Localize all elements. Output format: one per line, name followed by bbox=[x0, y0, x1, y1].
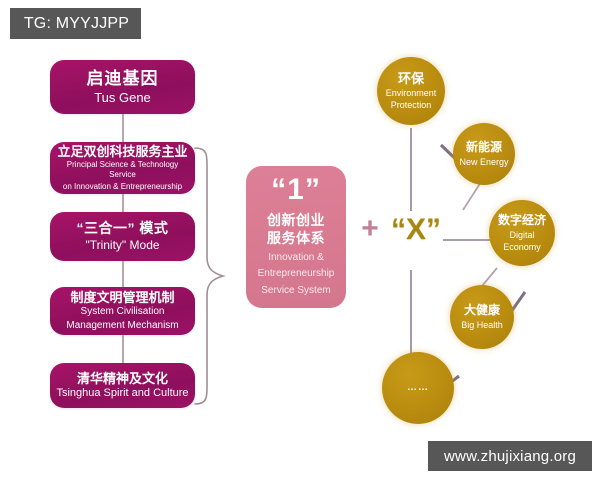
circle-en-line1: Big Health bbox=[461, 319, 503, 330]
connector-line-vertical bbox=[122, 335, 124, 363]
connector-line-vertical bbox=[122, 114, 124, 142]
core-panel-en-line1: Innovation & bbox=[268, 251, 324, 263]
flow-box-en-line1: System Civilisation bbox=[80, 305, 165, 317]
domain-circle-new-energy: 新能源 New Energy bbox=[453, 123, 515, 185]
flow-box-en-title: Tus Gene bbox=[94, 89, 151, 105]
flow-box-cn-title: 启迪基因 bbox=[86, 68, 159, 88]
watermark-bottom-url: www.zhujixiang.org bbox=[428, 441, 592, 471]
connector-line-vertical bbox=[122, 194, 124, 212]
core-panel-cn-line1: 创新创业 bbox=[267, 211, 325, 228]
circle-cn-label: …… bbox=[407, 382, 429, 394]
domain-circle-big-health: 大健康 Big Health bbox=[450, 285, 514, 349]
flow-box-tus-gene: 启迪基因 Tus Gene bbox=[50, 60, 195, 114]
core-panel-en-line3: Service System bbox=[261, 284, 331, 296]
connector-line-vertical bbox=[122, 261, 124, 287]
watermark-top-tag: TG: MYYJJPP bbox=[10, 8, 141, 39]
core-panel-en-line2: Entrepreneurship bbox=[257, 268, 335, 280]
circle-cn-label: 大健康 bbox=[463, 303, 500, 318]
chain-stub-1 bbox=[462, 181, 482, 211]
circle-en-line1: New Energy bbox=[459, 156, 509, 167]
flow-box-en-title: "Trinity" Mode bbox=[85, 237, 160, 252]
circle-en-line2: Economy bbox=[503, 241, 541, 252]
flow-box-cn-title: “三合一” 模式 bbox=[76, 220, 169, 237]
circle-en-line1: Environment bbox=[385, 88, 437, 99]
flow-box-trinity-mode: “三合一” 模式 "Trinity" Mode bbox=[50, 212, 195, 261]
flow-box-en-line1: Principal Science & Technology Service bbox=[66, 160, 179, 180]
flow-box-management-mechanism: 制度文明管理机制 System Civilisation Management … bbox=[50, 287, 195, 335]
domain-circle-digital-economy: 数字经济 Digital Economy bbox=[489, 200, 555, 266]
x-multiplier-label: “X” bbox=[390, 213, 441, 246]
flow-box-en-title: Tsinghua Spirit and Culture bbox=[56, 386, 189, 399]
domain-circle-ellipsis: …… bbox=[382, 352, 454, 424]
flow-box-cn-title: 立足双创科技服务主业 bbox=[57, 143, 188, 159]
circle-en-line2: Protection bbox=[390, 100, 432, 111]
circle-en-line1: Digital bbox=[509, 229, 535, 240]
flow-box-cn-title: 清华精神及文化 bbox=[76, 370, 168, 386]
core-service-system-panel: “1” 创新创业 服务体系 Innovation & Entrepreneurs… bbox=[246, 166, 346, 308]
core-panel-cn-line2: 服务体系 bbox=[267, 229, 325, 246]
flow-box-tsinghua-spirit: 清华精神及文化 Tsinghua Spirit and Culture bbox=[50, 363, 195, 408]
flow-box-principal-service: 立足双创科技服务主业 Principal Science & Technolog… bbox=[50, 142, 195, 194]
core-panel-number: “1” bbox=[271, 172, 321, 206]
flow-box-en-line2: Management Mechanism bbox=[66, 319, 179, 331]
circle-cn-label: 新能源 bbox=[465, 140, 502, 155]
domain-circle-environment-protection: 环保 Environment Protection bbox=[377, 57, 445, 125]
circle-cn-label: 数字经济 bbox=[497, 213, 546, 228]
curly-brace-grouping bbox=[194, 147, 226, 405]
circle-cn-label: 环保 bbox=[397, 70, 424, 86]
flow-box-en-line2: on Innovation & Entrepreneurship bbox=[62, 181, 183, 191]
plus-operator-icon: + bbox=[361, 212, 379, 245]
flow-box-cn-title: 制度文明管理机制 bbox=[70, 289, 175, 305]
